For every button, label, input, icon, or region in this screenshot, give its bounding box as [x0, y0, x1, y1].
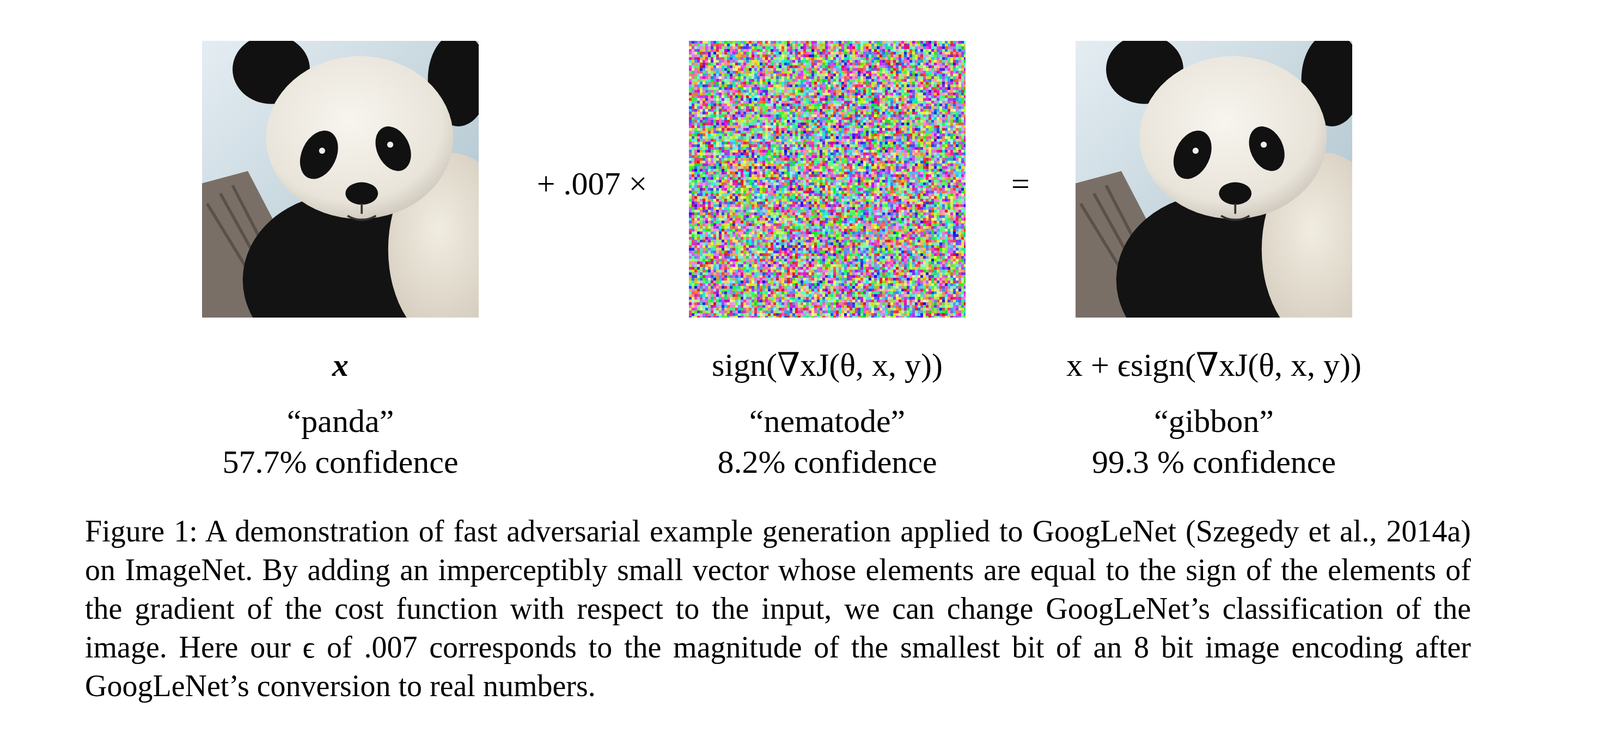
figure-stage: x“panda”57.7% confidencesign(∇xJ(θ, x, y… [0, 0, 1600, 731]
